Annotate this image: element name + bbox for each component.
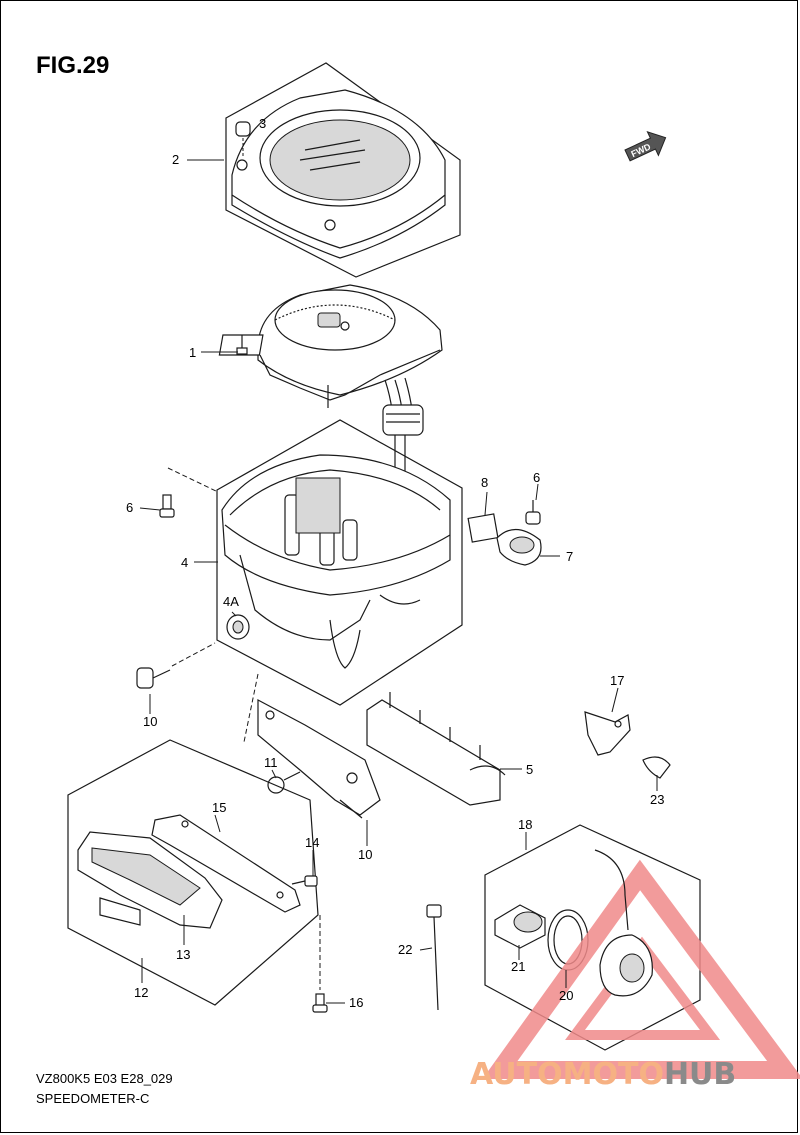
part-3-grommet[interactable] bbox=[235, 121, 251, 158]
part-18-stay[interactable] bbox=[584, 711, 631, 756]
model-code: VZ800K5 E03 E28_029 bbox=[36, 1071, 173, 1086]
part-4A-cushion[interactable] bbox=[226, 614, 250, 640]
svg-text:AUTOMOTOHUB: AUTOMOTOHUB bbox=[470, 1057, 736, 1092]
callout-20: 20 bbox=[559, 988, 573, 1003]
part-12-screw[interactable] bbox=[267, 771, 301, 794]
diagram-caption: SPEEDOMETER-C bbox=[36, 1091, 149, 1106]
part-22-cable-tie[interactable] bbox=[426, 904, 442, 1011]
part-8-clamp[interactable] bbox=[496, 528, 542, 566]
callout-22: 22 bbox=[398, 942, 412, 957]
callout-23: 23 bbox=[650, 792, 664, 807]
part-5-circuit-board[interactable] bbox=[366, 692, 506, 806]
figure-title: FIG.29 bbox=[36, 52, 109, 79]
socket-group-box bbox=[484, 824, 701, 1051]
part-9-plate[interactable] bbox=[467, 513, 499, 543]
part-21-socket-holder[interactable] bbox=[494, 904, 546, 949]
part-1-meter-assembly[interactable] bbox=[218, 284, 443, 504]
callout-5: 5 bbox=[526, 762, 533, 777]
part-17-screw[interactable] bbox=[312, 993, 328, 1013]
part-15-screw[interactable] bbox=[291, 875, 318, 887]
callout-11: 10 bbox=[358, 847, 372, 862]
part-10-screw[interactable] bbox=[136, 667, 171, 689]
case-group-box bbox=[216, 419, 463, 706]
callout-21: 21 bbox=[511, 959, 525, 974]
part-23-clip[interactable] bbox=[642, 756, 671, 779]
callout-6: 6 bbox=[126, 500, 133, 515]
callout-12: 11 bbox=[264, 755, 278, 770]
callout-16: 15 bbox=[212, 800, 226, 815]
fwd-arrow-icon: FWD bbox=[624, 130, 667, 162]
callout-8: 7 bbox=[566, 549, 573, 564]
callout-10: 10 bbox=[143, 714, 157, 729]
part-2-meter-cover[interactable] bbox=[231, 89, 446, 259]
watermark-text-automoto: AUTOMOTO bbox=[470, 1057, 664, 1092]
callout-18: 17 bbox=[610, 673, 624, 688]
part-6-screw[interactable] bbox=[159, 494, 175, 518]
callout-13: 12 bbox=[134, 985, 148, 1000]
callout-15: 14 bbox=[305, 835, 319, 850]
part-7-screw[interactable] bbox=[525, 500, 541, 525]
part-14-indicator-lamp[interactable] bbox=[77, 831, 223, 929]
callout-seven: 6 bbox=[533, 470, 540, 485]
callout-14: 13 bbox=[176, 947, 190, 962]
watermark-text-hub: HUB bbox=[664, 1057, 736, 1092]
callout-3: 3 bbox=[259, 116, 266, 131]
lamp-group-box bbox=[67, 739, 319, 1006]
part-4-meter-case[interactable] bbox=[221, 454, 451, 669]
socket-and-wire[interactable] bbox=[594, 849, 653, 997]
callout-1: 1 bbox=[189, 345, 196, 360]
part-16-lamp-bracket[interactable] bbox=[151, 814, 301, 913]
callout-4: 4 bbox=[181, 555, 188, 570]
callout-17: 16 bbox=[349, 995, 363, 1010]
callout-4A: 4A bbox=[223, 594, 239, 609]
cover-group-box bbox=[225, 62, 461, 278]
callout-19: 18 bbox=[518, 817, 532, 832]
callout-9: 8 bbox=[481, 475, 488, 490]
callout-2: 2 bbox=[172, 152, 179, 167]
part-11-bracket[interactable] bbox=[257, 699, 381, 819]
